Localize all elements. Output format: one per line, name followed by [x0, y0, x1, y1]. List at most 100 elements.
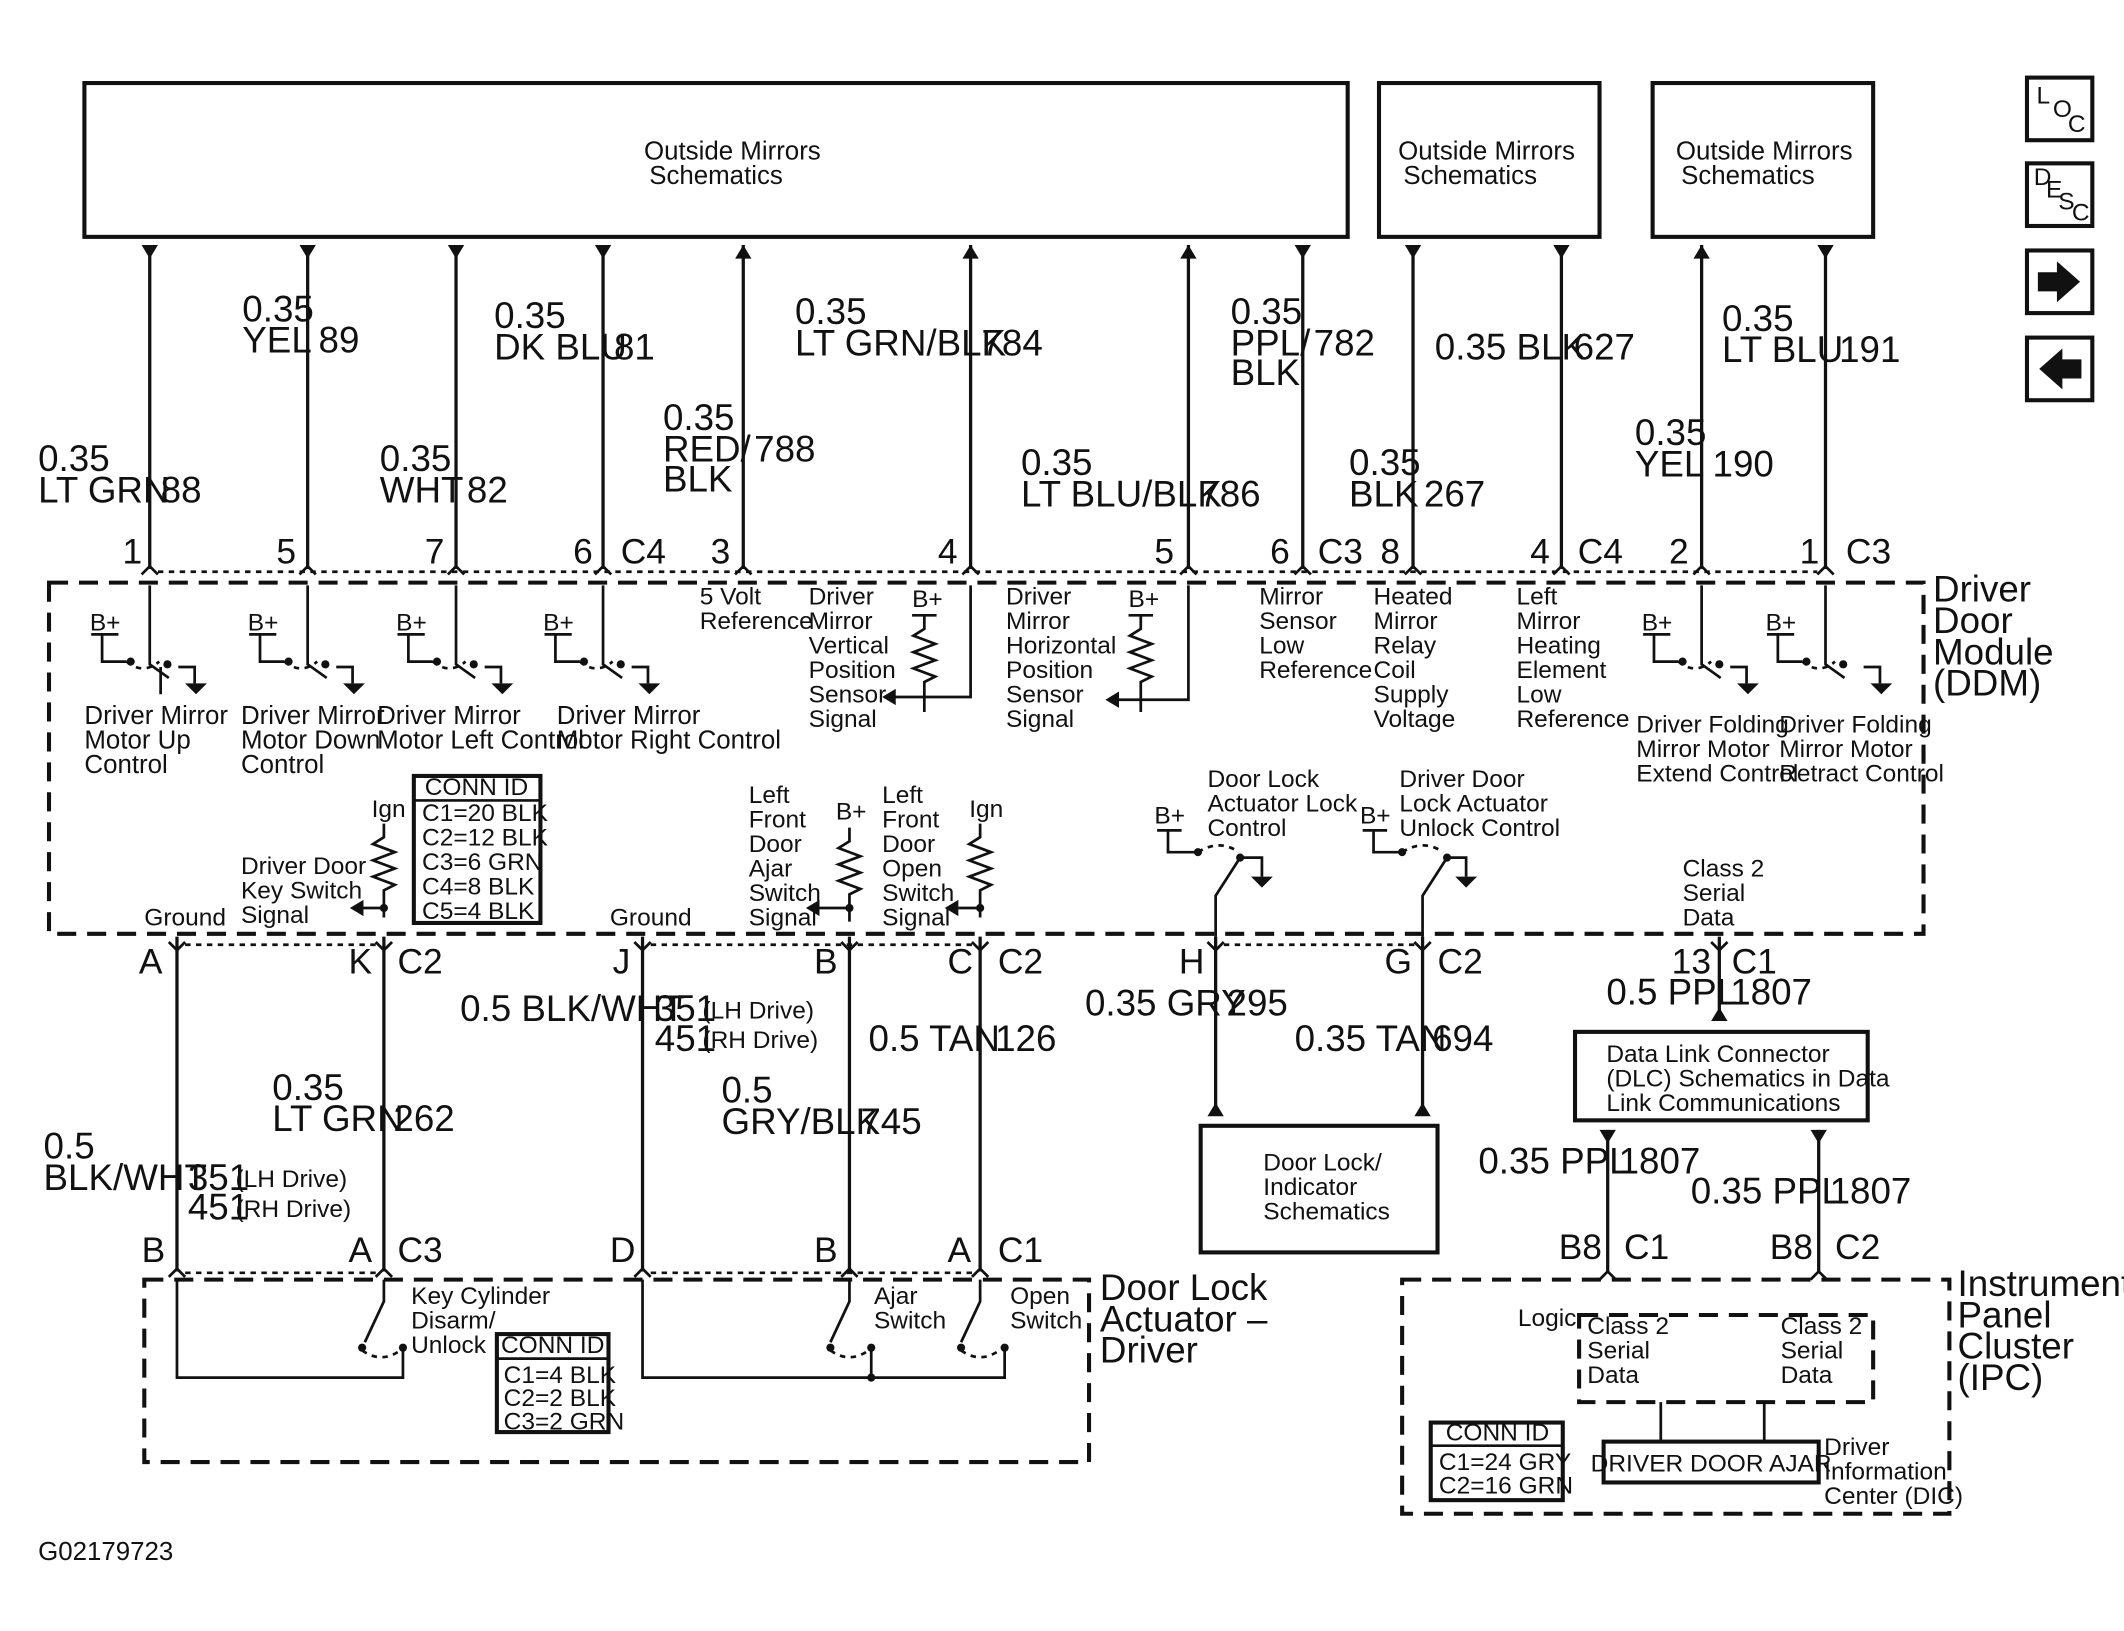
w627-label: 0.35 BLK — [1435, 326, 1587, 367]
dlc-box-l2: (DLC) Schematics in Data — [1606, 1065, 1890, 1092]
w451-left-circuit: 451 — [188, 1187, 249, 1228]
act-conn-id-title: CONN ID — [501, 1332, 604, 1359]
w190-circuit: 190 — [1713, 443, 1774, 484]
lock-bplus: B+ — [1154, 803, 1185, 830]
box-2-line-1: Outside Mirrors — [1398, 137, 1575, 165]
ddm-conn-id-row-1: C1=20 BLK — [422, 800, 549, 827]
sw4-l1: Driver Mirror — [557, 702, 701, 730]
outside-mirrors-box-1[interactable]: Outside Mirrors Schematics — [82, 80, 1350, 239]
vert-l1: Driver — [809, 583, 874, 610]
c2-label-c: C2 — [1438, 942, 1483, 981]
w82-color: WHT — [380, 469, 464, 510]
next-page-button[interactable] — [2024, 248, 2095, 316]
heated-l6: Voltage — [1374, 706, 1456, 733]
leftheat-l3: Heating — [1516, 632, 1600, 659]
w82-gauge: 0.35 — [380, 438, 452, 479]
ipc-title-2: Panel — [1958, 1294, 2052, 1335]
w786-color: LT BLU/BLK — [1021, 473, 1222, 514]
w784-color: LT GRN/BLK — [795, 322, 1007, 363]
act-ajar-l1: Ajar — [874, 1283, 918, 1310]
w351-left-gauge: 0.5 — [44, 1125, 95, 1166]
w784-pin: 4 — [938, 533, 958, 572]
ipc-class2b-l3: Data — [1781, 1362, 1833, 1389]
pin-k: K — [348, 942, 372, 981]
class2-l2: Serial — [1683, 880, 1746, 907]
ipc-conn-id-row-2: C2=16 GRN — [1439, 1472, 1573, 1499]
ipc-c1-label: C1 — [1624, 1228, 1669, 1267]
fold-ext-l2: Mirror Motor — [1636, 736, 1769, 763]
sw2-l1: Driver Mirror — [241, 702, 385, 730]
fold-ext-l3: Extend Control — [1636, 760, 1798, 787]
sw2-l3: Control — [241, 751, 324, 779]
lower-wire-labels: A K C2 J B C C2 H G C2 13 C1 0.35 LT GRN… — [44, 942, 1812, 1227]
dlc-box[interactable]: Data Link Connector (DLC) Schematics in … — [1572, 1029, 1890, 1123]
w1807-circuit: 1807 — [1730, 972, 1812, 1013]
vert-l5: Sensor — [809, 681, 887, 708]
door-lock-box-l1: Door Lock/ — [1263, 1150, 1382, 1177]
desc-letter-1: D — [2034, 164, 2052, 191]
w451-mid-circuit: 451 — [655, 1018, 716, 1059]
dlc-box-l3: Link Communications — [1606, 1090, 1840, 1117]
ipc-title-4: (IPC) — [1958, 1357, 2044, 1398]
pin-a: A — [139, 942, 163, 981]
box-3-line-1: Outside Mirrors — [1676, 137, 1853, 165]
w351-left-note: (LH Drive) — [236, 1166, 348, 1193]
ajar-l4: Ajar — [749, 856, 793, 883]
ipc-w-right-label: 0.35 PPL — [1691, 1170, 1842, 1211]
ign-2: Ign — [969, 796, 1003, 823]
w190-pin: 2 — [1669, 533, 1689, 572]
ddm-switch-labels: Driver Mirror Motor Up Control Driver Mi… — [84, 583, 1944, 787]
sw2-l2: Motor Down — [241, 727, 380, 755]
ddm-conn-id-row-3: C3=6 GRN — [422, 849, 543, 876]
loc-letter-1: L — [2037, 82, 2051, 109]
c3b-connector-label: C3 — [1846, 533, 1891, 572]
ajar-l1: Left — [749, 782, 790, 809]
w351-left-color: BLK/WHT — [44, 1157, 207, 1198]
act-pin-a2: A — [947, 1231, 971, 1270]
arrow-right-icon — [2037, 261, 2081, 303]
loc-button[interactable]: L O C — [2024, 75, 2095, 143]
c4-connector-label: C4 — [621, 533, 666, 572]
top-wires — [140, 245, 1835, 576]
w126-circuit: 126 — [995, 1018, 1056, 1059]
key-l3: Unlock — [411, 1332, 487, 1359]
horz-l4: Position — [1006, 657, 1093, 684]
bplus-3: B+ — [396, 609, 427, 636]
w88-color: LT GRN — [38, 469, 169, 510]
outside-mirrors-box-3[interactable]: Outside Mirrors Schematics — [1650, 80, 1876, 239]
ipc-pin-b8-2: B8 — [1770, 1228, 1813, 1267]
w351-left-circuit: 351 — [188, 1157, 249, 1198]
unlock-l2: Lock Actuator — [1399, 790, 1547, 817]
actuator-title-3: Driver — [1100, 1330, 1198, 1371]
w295-label: 0.35 GRY — [1085, 983, 1246, 1024]
w782-pin: 6 — [1270, 533, 1290, 572]
door-lock-actuator: B A C3 D B A C1 Key Cylinder Disarm/ Unl… — [142, 1231, 1268, 1465]
ajar-bplus: B+ — [836, 799, 867, 826]
lock-l1: Door Lock — [1207, 766, 1319, 793]
w786-gauge: 0.35 — [1021, 442, 1093, 483]
act-conn-id-row-2: C2=2 BLK — [504, 1385, 617, 1412]
desc-button[interactable]: D E S C — [2024, 161, 2095, 229]
ajar-l5: Switch — [749, 880, 821, 907]
outside-mirrors-box-2[interactable]: Outside Mirrors Schematics — [1376, 80, 1602, 239]
door-lock-indicator-box[interactable]: Door Lock/ Indicator Schematics — [1198, 1123, 1440, 1255]
leftheat-l2: Mirror — [1516, 608, 1580, 635]
ddm-title-2: Door — [1933, 600, 2013, 641]
w627-circuit: 627 — [1574, 326, 1635, 367]
pin-h: H — [1179, 942, 1205, 981]
ipc-conn-id-title: CONN ID — [1446, 1419, 1549, 1446]
w126-label: 0.5 TAN — [869, 1018, 1000, 1059]
ddm-conn-id-title: CONN ID — [425, 774, 528, 801]
ipc-class2b-l2: Serial — [1781, 1338, 1844, 1365]
horz-l1: Driver — [1006, 583, 1071, 610]
bplus-5: B+ — [1642, 609, 1673, 636]
heated-l5: Supply — [1374, 681, 1450, 708]
ground-1: Ground — [144, 905, 226, 932]
ref5v-l2: Reference — [700, 608, 813, 635]
open-l4: Open — [882, 856, 942, 883]
class2-l1: Class 2 — [1683, 856, 1765, 883]
lock-l2: Actuator Lock — [1207, 790, 1358, 817]
previous-page-button[interactable] — [2024, 335, 2095, 403]
vert-l2: Mirror — [809, 608, 873, 635]
pin-j: J — [613, 942, 631, 981]
